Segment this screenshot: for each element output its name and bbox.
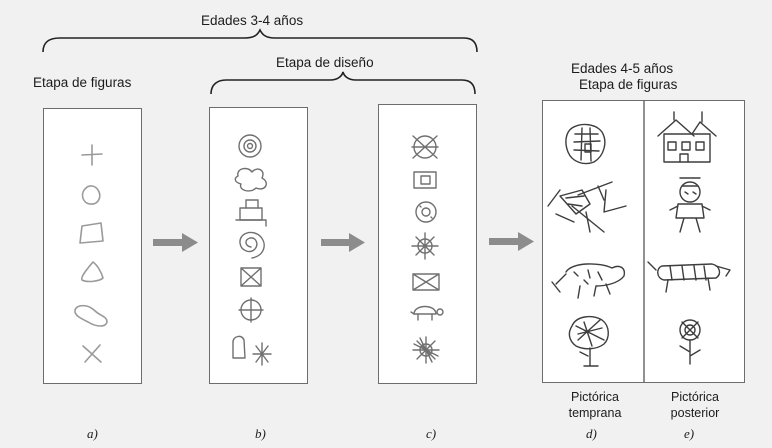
later-person-drawing	[669, 177, 711, 233]
triangle-icon	[80, 261, 104, 283]
design-stage-brace	[210, 71, 476, 95]
ages-3-4-brace	[42, 28, 478, 53]
caption-a: a)	[87, 426, 98, 441]
circle-dots-icon	[415, 201, 437, 223]
early-pictorial-label: Pictórica temprana	[568, 390, 622, 420]
blob-icon	[234, 167, 267, 192]
concentric-circles-icon	[238, 134, 262, 158]
shape-stage-heading: Etapa de figuras	[33, 75, 132, 90]
spiral-icon	[239, 231, 265, 259]
shape-stage-heading-2: Etapa de figuras	[579, 77, 678, 92]
later-flower-drawing	[679, 319, 701, 365]
x-mark-icon	[82, 344, 102, 363]
turtle-icon	[410, 305, 444, 321]
later-animal-drawing	[647, 261, 731, 293]
early-animal-drawing	[551, 263, 626, 299]
caption-e: e)	[684, 426, 695, 441]
design-stage-heading: Etapa de diseño	[276, 55, 374, 70]
crossed-circle-icon	[411, 135, 439, 159]
square-in-square-icon	[413, 171, 437, 189]
circle-icon	[81, 185, 101, 205]
cross-icon	[81, 144, 103, 166]
later-house-drawing	[657, 111, 717, 163]
sun-radial-icon	[411, 232, 439, 260]
arrow-c-to-de	[489, 232, 534, 251]
later-pictorial-label: Pictórica posterior	[670, 390, 720, 420]
early-house-drawing	[565, 123, 606, 165]
mixed-shapes-icon	[232, 335, 272, 366]
caption-c: c)	[426, 426, 437, 441]
starburst-icon	[412, 336, 440, 364]
oval-icon	[74, 304, 108, 327]
early-tree-drawing	[568, 315, 609, 367]
crossed-square-icon	[240, 267, 262, 287]
rectangle-icon	[79, 222, 104, 244]
early-person-drawing	[547, 181, 627, 233]
caption-b: b)	[255, 426, 266, 441]
crossed-rectangle-icon	[412, 273, 440, 291]
caption-d: d)	[586, 426, 597, 441]
circle-cross-icon	[238, 297, 264, 323]
ages-4-5-heading: Edades 4-5 años	[571, 61, 674, 76]
ages-3-4-heading: Edades 3-4 años	[201, 13, 304, 28]
arrow-b-to-c	[321, 233, 365, 252]
arrow-a-to-b	[153, 233, 198, 252]
combined-rectangles-icon	[235, 199, 267, 227]
